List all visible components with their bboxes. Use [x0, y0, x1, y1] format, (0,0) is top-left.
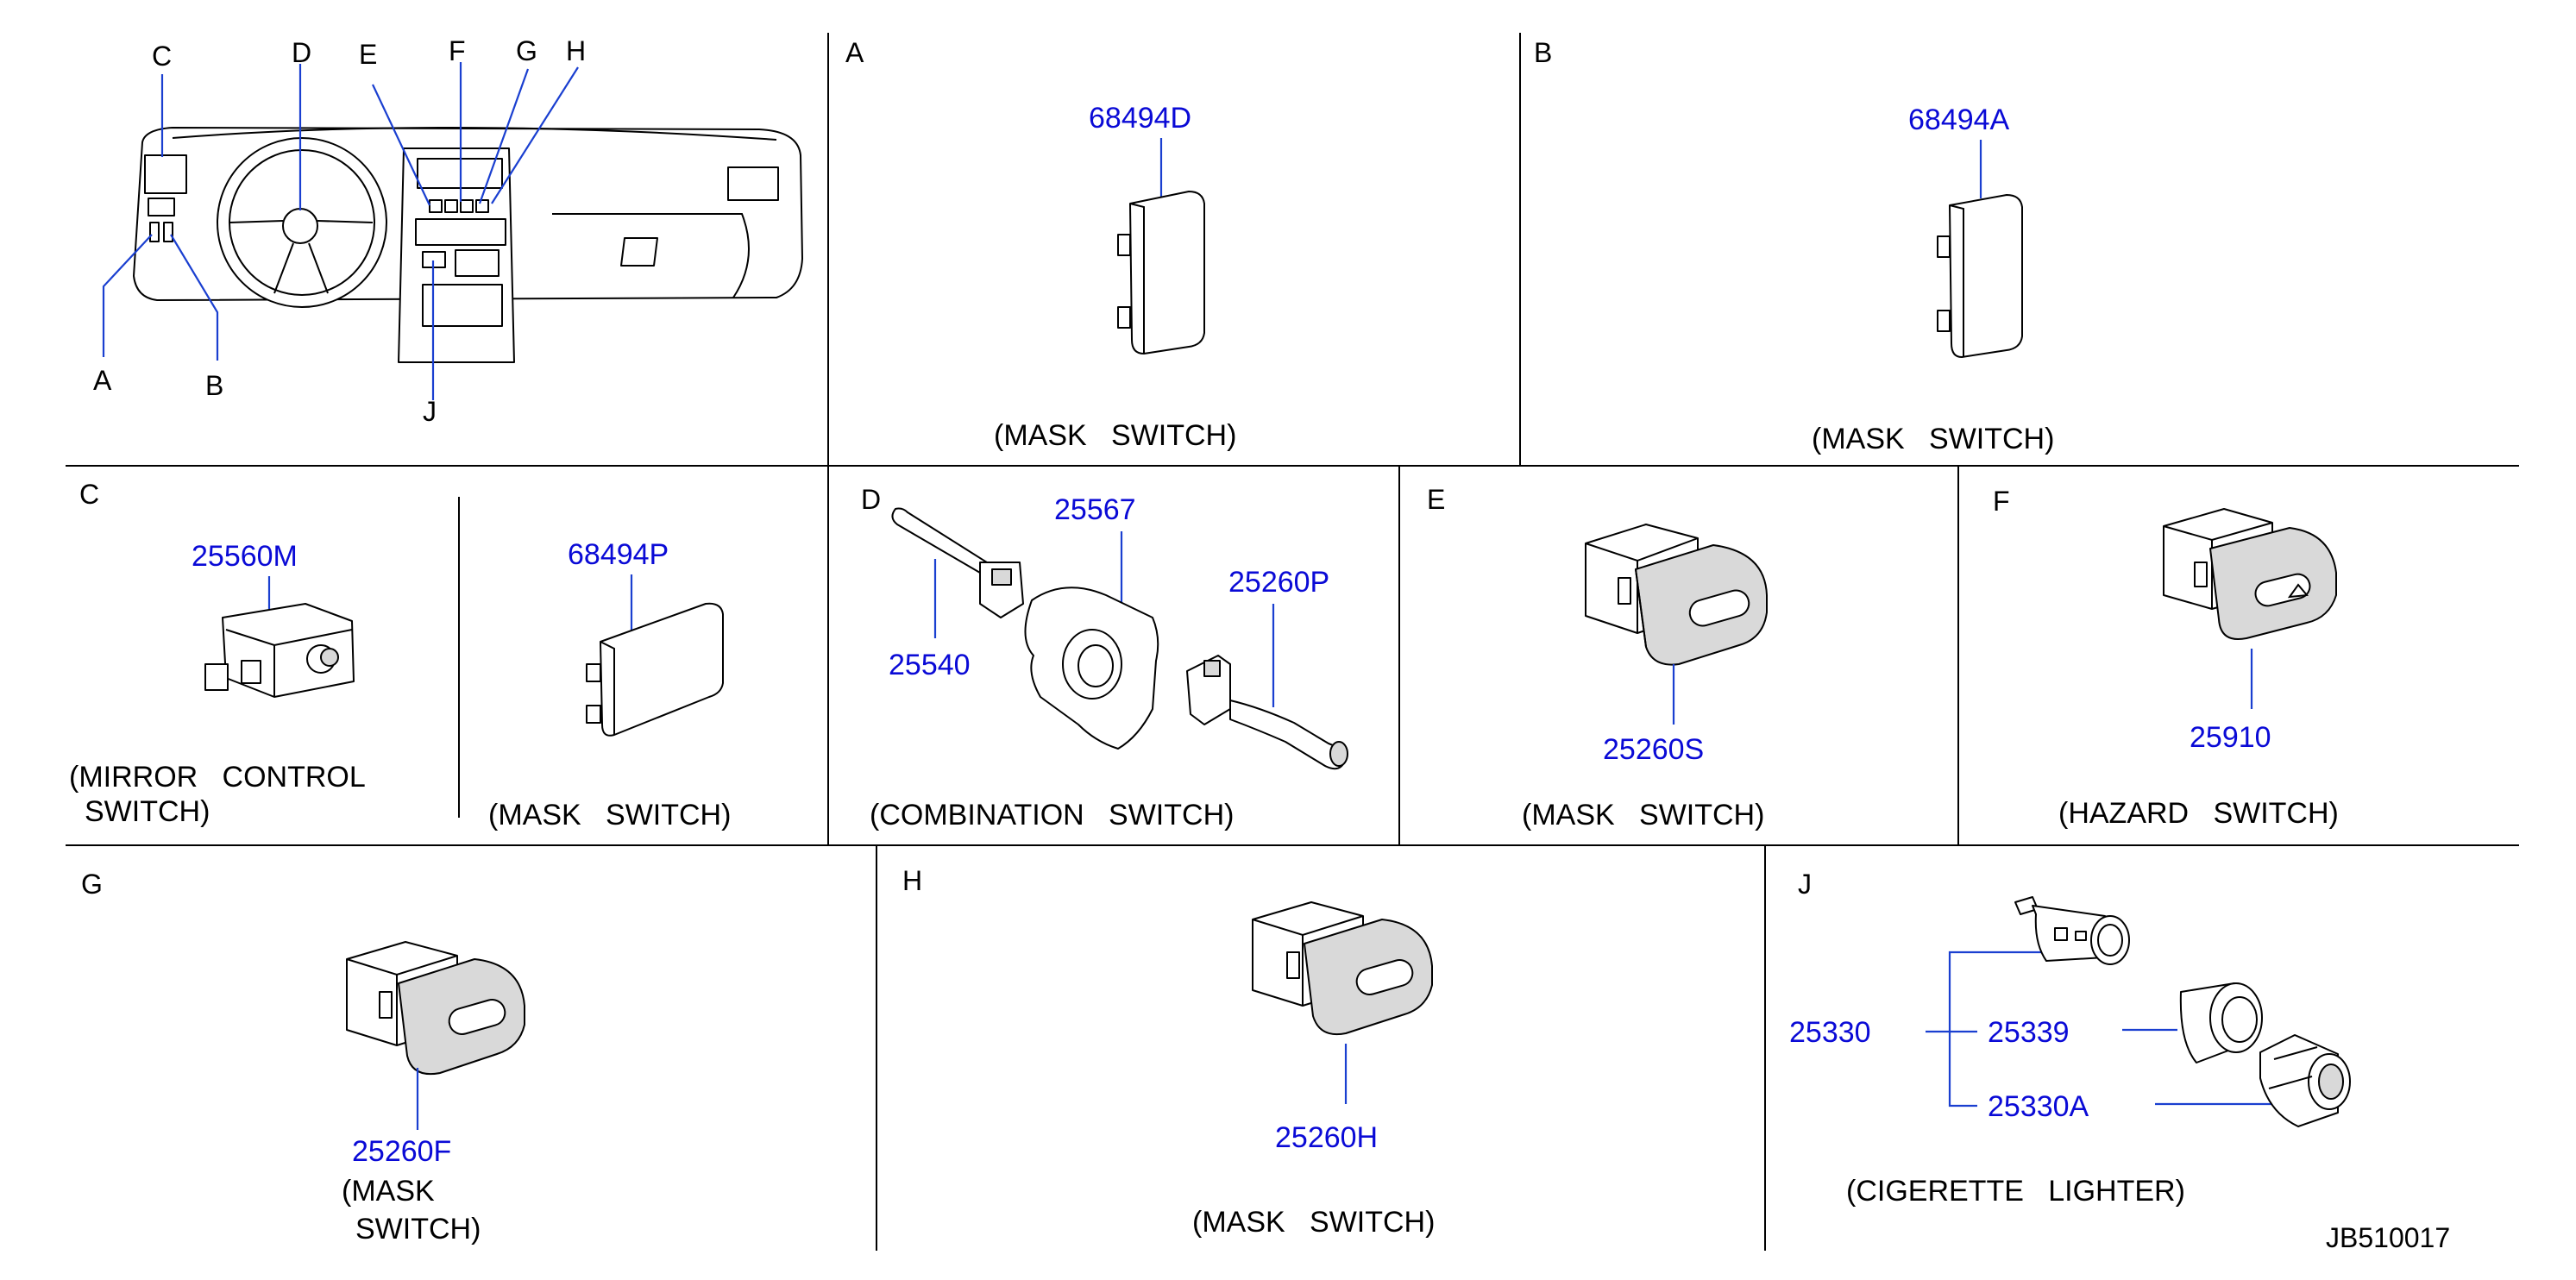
section-h: H 25260H (MASK SWITCH)	[902, 865, 1435, 1239]
dashboard-overview: C D E F G H A B J	[93, 35, 803, 427]
caption-g-line1: (MASK	[342, 1175, 435, 1208]
section-letter-h: H	[902, 865, 922, 896]
cigarette-lighter-drawing	[2014, 896, 2351, 1127]
caption-c-left-line2: SWITCH)	[85, 795, 210, 828]
part-number-25330: 25330	[1789, 1016, 1871, 1049]
overview-callout-h: H	[566, 35, 586, 66]
caption-h: (MASK SWITCH)	[1192, 1206, 1435, 1239]
caption-f: (HAZARD SWITCH)	[2058, 797, 2339, 830]
caption-b: (MASK SWITCH)	[1812, 423, 2054, 455]
part-number-25260s: 25260S	[1603, 733, 1704, 766]
caption-c-left-line1: (MIRROR CONTROL	[69, 761, 366, 794]
section-letter-g: G	[81, 869, 103, 900]
diagram-id: JB510017	[2326, 1222, 2450, 1253]
section-e: E 25260S (MASK SWITCH)	[1427, 484, 1768, 831]
dashboard-drawing	[133, 126, 803, 363]
overview-callout-g: G	[516, 35, 537, 66]
mask-switch-g-drawing	[346, 941, 525, 1075]
section-grid	[66, 33, 2519, 1251]
part-number-68494a: 68494A	[1908, 104, 2010, 136]
part-number-25260h: 25260H	[1275, 1121, 1378, 1154]
overview-callout-a: A	[93, 365, 112, 396]
section-a: A 68494D (MASK SWITCH)	[845, 37, 1236, 452]
section-letter-j: J	[1798, 869, 1812, 900]
caption-a: (MASK SWITCH)	[994, 419, 1236, 452]
hazard-switch-drawing	[2163, 508, 2337, 640]
overview-callout-d: D	[292, 37, 311, 68]
part-number-68494p: 68494P	[568, 538, 669, 571]
part-number-25339: 25339	[1988, 1016, 2070, 1049]
overview-callout-j: J	[423, 396, 437, 427]
mask-switch-b-drawing	[1937, 194, 2023, 358]
mask-switch-e-drawing	[1585, 524, 1768, 666]
part-number-25567: 25567	[1054, 493, 1136, 526]
overview-callout-f: F	[449, 35, 466, 66]
section-f: F 25910 (HAZARD SWITCH)	[1993, 486, 2339, 830]
caption-d: (COMBINATION SWITCH)	[870, 799, 1234, 831]
section-letter-b: B	[1534, 37, 1552, 68]
caption-j: (CIGERETTE LIGHTER)	[1846, 1175, 2185, 1208]
part-number-25540: 25540	[889, 649, 971, 681]
combination-switch-drawing	[891, 507, 1348, 770]
mirror-control-switch-drawing	[204, 603, 355, 698]
mask-switch-c-drawing	[586, 602, 724, 737]
overview-leaders	[102, 62, 579, 400]
section-b: B 68494A (MASK SWITCH)	[1534, 37, 2054, 455]
section-c: C 25560M (MIRROR CONTROL SWITCH) 68494P …	[69, 479, 731, 831]
part-number-25330a: 25330A	[1988, 1090, 2089, 1123]
mask-switch-h-drawing	[1252, 901, 1433, 1035]
mask-switch-a-drawing	[1117, 191, 1205, 355]
part-number-68494d: 68494D	[1089, 102, 1191, 135]
overview-callout-e: E	[359, 39, 377, 70]
part-number-25260f: 25260F	[352, 1135, 451, 1168]
caption-g-line2: SWITCH)	[355, 1213, 481, 1245]
section-letter-f: F	[1993, 486, 2010, 517]
part-number-25560m: 25560M	[192, 540, 298, 573]
caption-c-right: (MASK SWITCH)	[488, 799, 731, 831]
overview-callout-b: B	[205, 370, 223, 401]
part-number-25910: 25910	[2190, 721, 2271, 754]
part-number-25260p: 25260P	[1228, 566, 1329, 599]
section-j: J 25330 25339 25330A (CIGERETTE LIGHTER)	[1789, 869, 2351, 1208]
section-letter-c: C	[79, 479, 99, 510]
section-letter-e: E	[1427, 484, 1445, 515]
caption-e: (MASK SWITCH)	[1522, 799, 1764, 831]
section-letter-d: D	[861, 484, 881, 515]
section-letter-a: A	[845, 37, 864, 68]
section-d: D 25567 25260P 25540 (COMBINATION SWITCH…	[861, 484, 1348, 831]
overview-callout-c: C	[152, 41, 172, 72]
section-g: G 25260F (MASK SWITCH)	[81, 869, 525, 1245]
